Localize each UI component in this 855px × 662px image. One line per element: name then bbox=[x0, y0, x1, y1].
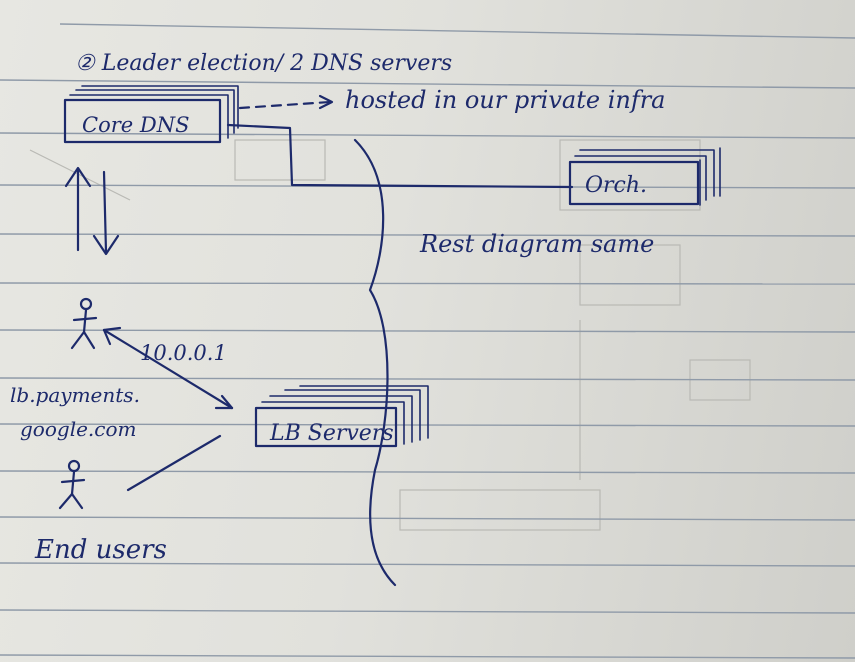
rest-diagram-note: Rest diagram same bbox=[419, 230, 654, 258]
dns-to-orch-connector bbox=[226, 123, 574, 189]
domain-label: lb.payments. google.com bbox=[10, 383, 146, 441]
user-to-lb-arrow bbox=[102, 326, 234, 410]
core-dns-label: Core DNS bbox=[82, 113, 189, 137]
core-dns-box: Core DNS bbox=[63, 85, 239, 144]
ip-address-label: 10.0.0.1 bbox=[140, 341, 227, 365]
request-arrows bbox=[64, 166, 120, 256]
end-user-figure-icon bbox=[58, 459, 86, 510]
leader-election-note: ② Leader election/ 2 DNS servers bbox=[75, 51, 452, 76]
lb-servers-box: LB Servers bbox=[254, 385, 429, 448]
hosted-arrow bbox=[238, 94, 334, 110]
section-divider-curve bbox=[353, 138, 397, 587]
end-user-to-lb-line bbox=[126, 434, 222, 492]
lb-servers-label: LB Servers bbox=[269, 421, 394, 446]
orch-label: Orch. bbox=[585, 173, 647, 198]
orch-box: Orch. bbox=[568, 147, 721, 206]
ruled-lines bbox=[0, 23, 855, 659]
user-figure-icon bbox=[70, 297, 98, 350]
end-users-label: End users bbox=[34, 535, 167, 565]
hosted-note: hosted in our private infra bbox=[345, 86, 665, 114]
